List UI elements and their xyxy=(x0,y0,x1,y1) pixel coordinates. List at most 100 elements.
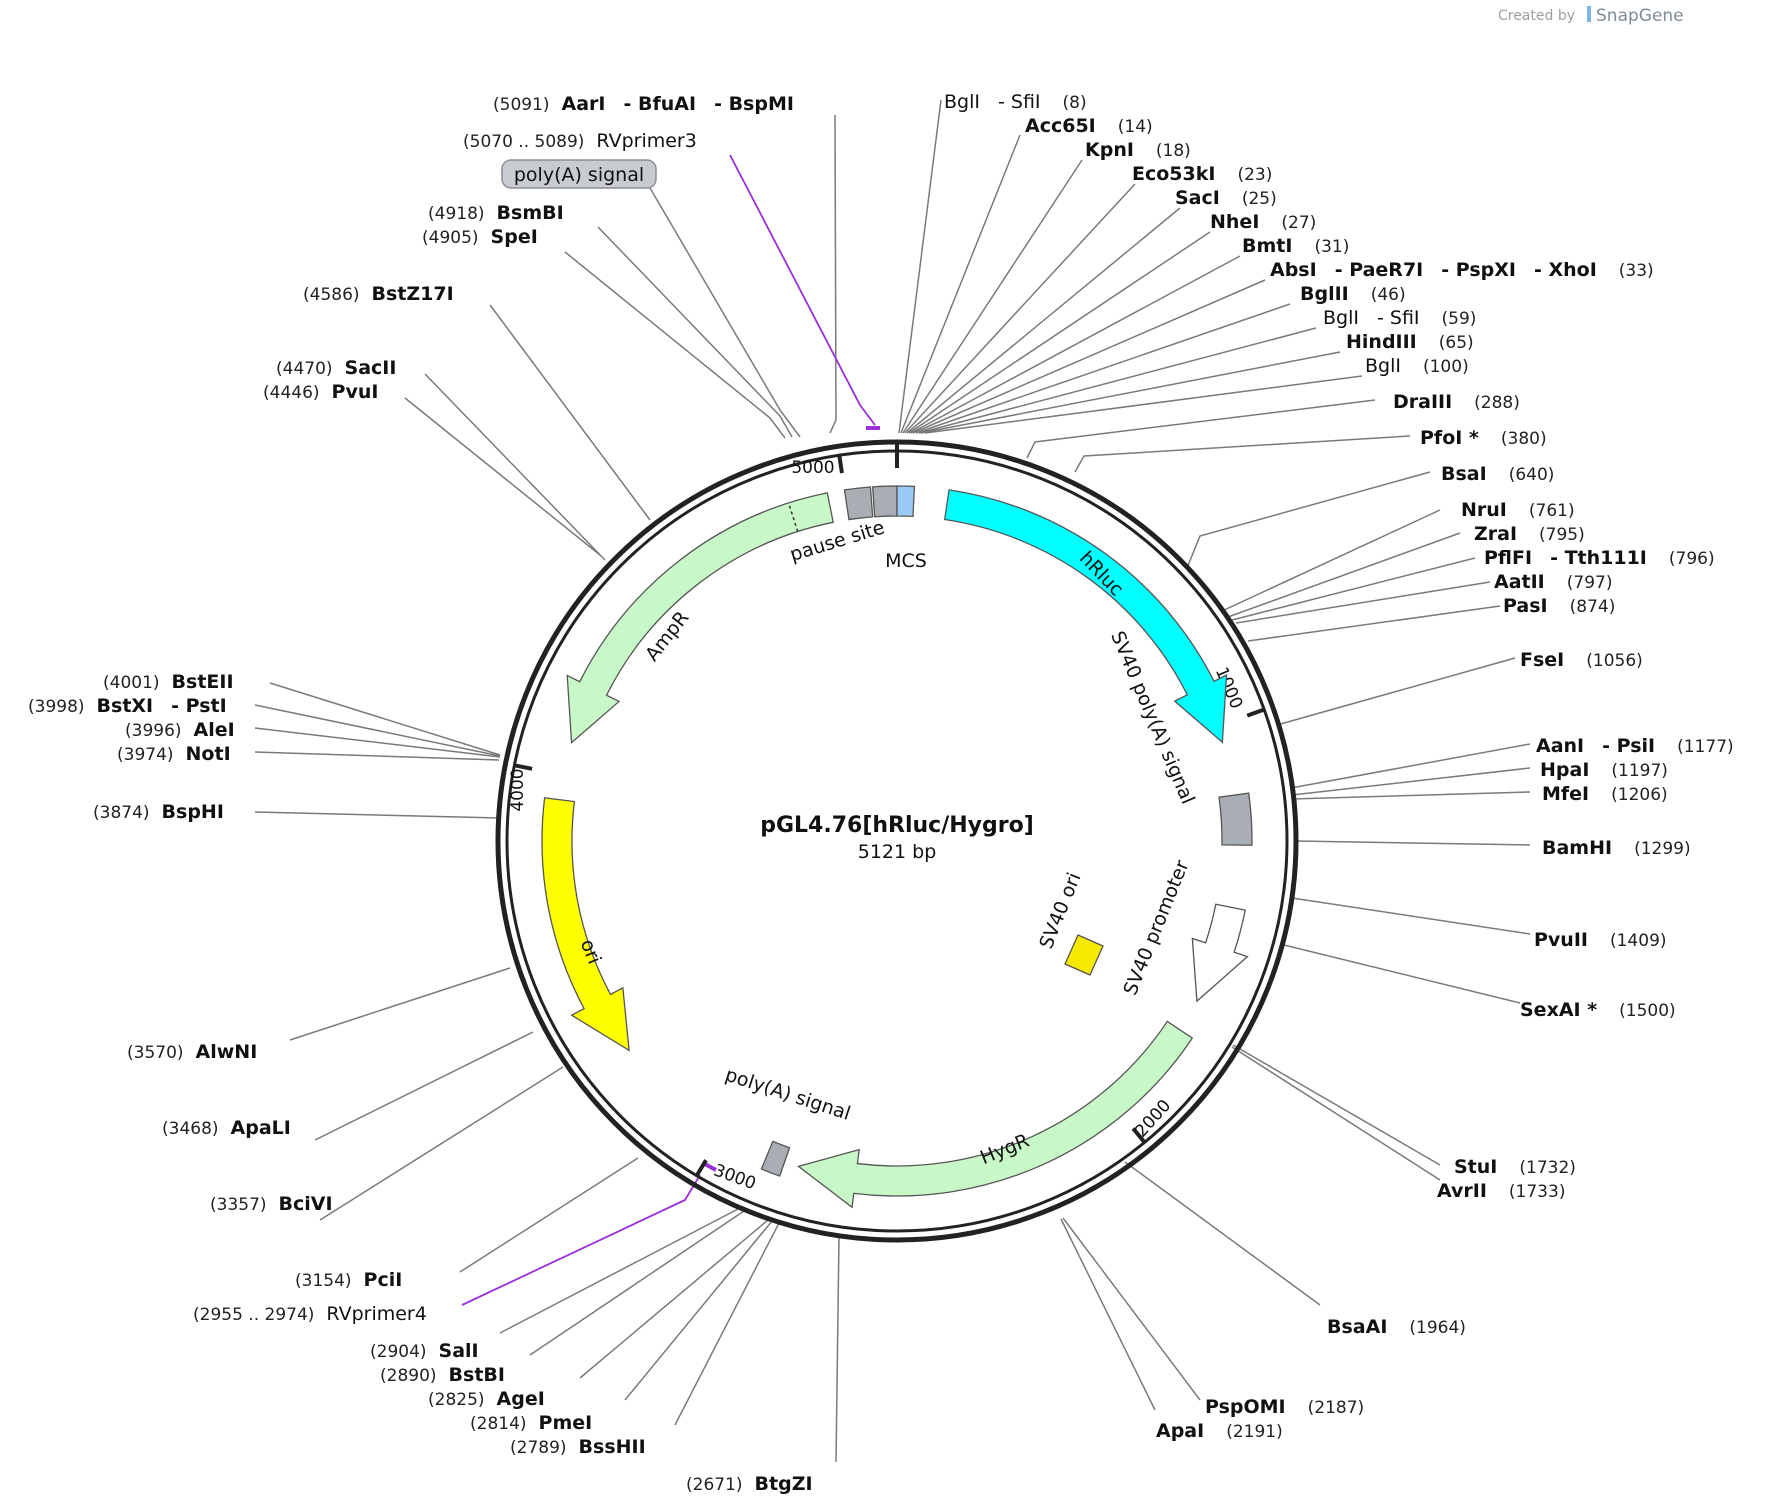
site-label-s1964[interactable]: BsaAI(1964) xyxy=(1327,1316,1466,1338)
tick-3000 xyxy=(695,1159,708,1177)
site-label-s1409[interactable]: PvuII(1409) xyxy=(1534,929,1667,951)
leader-s18 xyxy=(902,159,1083,434)
site-label-s640[interactable]: BsaI(640) xyxy=(1441,463,1554,485)
plasmid-size: 5121 bp xyxy=(858,841,937,863)
leader-s23 xyxy=(904,183,1136,434)
site-label-s2671[interactable]: (2671)BtgZI xyxy=(686,1473,813,1495)
leader-s2187 xyxy=(1062,1217,1201,1401)
leader-s1206 xyxy=(1291,791,1531,800)
site-label-s4918[interactable]: (4918)BsmBI xyxy=(428,202,564,224)
leader-s1197 xyxy=(1291,767,1531,796)
leader-s761 xyxy=(1221,509,1441,612)
site-label-s31[interactable]: BmtI(31) xyxy=(1242,235,1349,257)
site-label-s8[interactable]: BglI- SfiI(8) xyxy=(944,91,1087,113)
site-label-s4470[interactable]: (4470)SacII xyxy=(276,357,396,379)
tick-5000 xyxy=(837,454,844,474)
site-label-s3996[interactable]: (3996)AleI xyxy=(125,719,235,741)
leader-s2825 xyxy=(579,1219,769,1379)
site-label-s4446[interactable]: (4446)PvuI xyxy=(263,381,378,403)
site-label-s59[interactable]: BglI- SfiI(59) xyxy=(1323,307,1476,329)
feature-pause-site-2[interactable] xyxy=(871,485,898,518)
site-label-s795[interactable]: ZraI(795) xyxy=(1474,523,1585,545)
site-label-s2187[interactable]: PspOMI(2187) xyxy=(1205,1396,1364,1418)
leader-s3998 xyxy=(254,704,501,757)
leader-s797 xyxy=(1235,581,1491,624)
feature-sv40-ori[interactable] xyxy=(1064,934,1104,976)
leader-s46 xyxy=(915,303,1291,434)
site-label-s4905[interactable]: (4905)SpeI xyxy=(422,226,538,248)
site-label-s65[interactable]: HindIII(65) xyxy=(1346,331,1474,353)
primer-label-rv3[interactable]: (5070 .. 5089)RVprimer3 xyxy=(463,130,697,152)
site-label-s2814[interactable]: (2814)PmeI xyxy=(470,1412,592,1434)
leader-s3874 xyxy=(254,811,501,819)
leader-s2789 xyxy=(674,1222,780,1426)
site-label-s3357[interactable]: (3357)BciVI xyxy=(210,1193,333,1215)
site-label-s1733[interactable]: AvrII(1733) xyxy=(1437,1180,1565,1202)
site-label-s46[interactable]: BglII(46) xyxy=(1300,283,1406,305)
leader-s3974 xyxy=(254,751,500,761)
site-label-s4001[interactable]: (4001)BstEII xyxy=(103,671,234,693)
feature-hygr[interactable] xyxy=(797,1020,1194,1209)
tick-2000 xyxy=(1131,1127,1147,1144)
site-label-s3570[interactable]: (3570)AlwNI xyxy=(127,1041,257,1063)
leader-s8 xyxy=(898,99,942,434)
site-label-s25[interactable]: SacI(25) xyxy=(1175,187,1277,209)
leader-s1056 xyxy=(1276,657,1516,726)
leader-s796 xyxy=(1231,557,1476,621)
site-label-s2825[interactable]: (2825)AgeI xyxy=(428,1388,545,1410)
site-label-s2789[interactable]: (2789)BssHII xyxy=(510,1436,646,1458)
feature-hrluc[interactable] xyxy=(943,489,1228,744)
feature-label-sv40-promoter: SV40 promoter xyxy=(1119,857,1193,998)
site-label-s2904[interactable]: (2904)SalI xyxy=(370,1340,479,1362)
site-label-s380[interactable]: PfoI *(380) xyxy=(1420,427,1547,449)
site-label-s3998[interactable]: (3998)BstXI- PstI xyxy=(28,695,227,717)
site-label-s874[interactable]: PasI(874) xyxy=(1503,595,1615,617)
credit-brand: SnapGene xyxy=(1596,6,1684,26)
leader-s1177 xyxy=(1290,743,1531,789)
feature-sv40-promoter[interactable] xyxy=(1191,903,1249,1003)
leader-s3154 xyxy=(459,1157,639,1273)
site-label-s100[interactable]: BglI(100) xyxy=(1365,355,1469,377)
site-label-s5091[interactable]: (5091)AarI- BfuAI- BspMI xyxy=(493,93,794,115)
leader-s3570 xyxy=(289,967,511,1041)
site-label-s27[interactable]: NheI(27) xyxy=(1210,211,1316,233)
polya-callout[interactable]: poly(A) signal xyxy=(501,159,657,189)
site-label-s3468[interactable]: (3468)ApaLI xyxy=(162,1117,291,1139)
site-label-s14[interactable]: Acc65I(14) xyxy=(1025,115,1153,137)
feature-sv40-polya[interactable] xyxy=(1218,792,1253,846)
site-label-s2890[interactable]: (2890)BstBI xyxy=(380,1364,505,1386)
feature-polya2[interactable] xyxy=(760,1140,791,1177)
site-label-s1299[interactable]: BamHI(1299) xyxy=(1542,837,1691,859)
site-label-s1206[interactable]: MfeI(1206) xyxy=(1542,783,1668,805)
leader-s1964 xyxy=(1124,1161,1321,1306)
site-label-s761[interactable]: NruI(761) xyxy=(1461,499,1575,521)
leader-s2814 xyxy=(624,1220,773,1401)
site-label-s796[interactable]: PflFI- Tth111I(796) xyxy=(1484,547,1715,569)
site-label-s18[interactable]: KpnI(18) xyxy=(1085,139,1191,161)
site-label-s288[interactable]: DraIII(288) xyxy=(1393,391,1520,413)
site-label-s1197[interactable]: HpaI(1197) xyxy=(1540,759,1668,781)
site-label-s3154[interactable]: (3154)PciI xyxy=(295,1269,402,1291)
site-label-s1500[interactable]: SexAI *(1500) xyxy=(1520,999,1676,1021)
site-label-s3874[interactable]: (3874)BspHI xyxy=(93,801,224,823)
leader-s1409 xyxy=(1291,897,1531,935)
leader-s2191 xyxy=(1060,1218,1156,1411)
site-label-s1732[interactable]: StuI(1732) xyxy=(1454,1156,1576,1178)
leader-s5091 xyxy=(829,114,837,434)
leader-s33 xyxy=(912,279,1266,434)
leader-lines xyxy=(254,99,1531,1463)
site-label-s4586[interactable]: (4586)BstZ17I xyxy=(303,283,454,305)
site-label-s1056[interactable]: FseI(1056) xyxy=(1520,649,1643,671)
primer-label-rv4[interactable]: (2955 .. 2974)RVprimer4 xyxy=(193,1303,427,1325)
site-label-s797[interactable]: AatII(797) xyxy=(1494,571,1612,593)
site-label-s1177[interactable]: AanI- PsiI(1177) xyxy=(1536,735,1734,757)
feature-ori[interactable] xyxy=(541,797,630,1052)
feature-mcs[interactable] xyxy=(896,485,916,518)
feature-pause-site[interactable] xyxy=(843,486,874,521)
leader-s31 xyxy=(910,255,1241,434)
site-label-s3974[interactable]: (3974)NotI xyxy=(117,743,231,765)
site-label-s2191[interactable]: ApaI(2191) xyxy=(1156,1420,1283,1442)
feature-ampr[interactable] xyxy=(566,492,834,744)
site-label-s33[interactable]: AbsI- PaeR7I- PspXI- XhoI(33) xyxy=(1270,259,1654,281)
site-label-s23[interactable]: Eco53kI(23) xyxy=(1132,163,1272,185)
